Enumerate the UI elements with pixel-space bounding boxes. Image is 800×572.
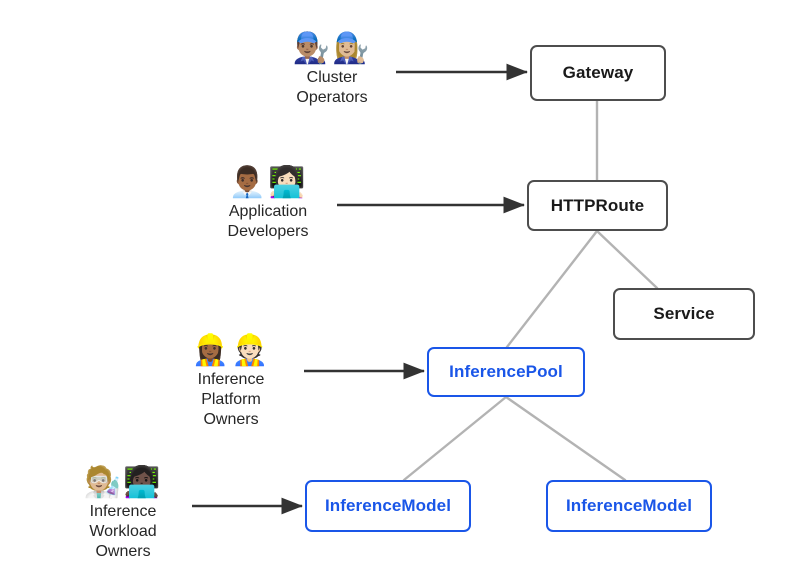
man-mechanic-icon: 👨🏽‍🔧👩🏼‍🔧 [292, 32, 372, 65]
node-label-gateway: Gateway [562, 63, 634, 82]
scientist-icon: 🧑🏼‍🔬👩🏿‍💻 [83, 466, 163, 499]
edge-inferencepool-inferencemodel2 [504, 395, 627, 482]
edge-httproute-service [595, 229, 659, 290]
node-inferencemodel1[interactable]: InferenceModel [305, 480, 471, 532]
actor-label-inference-workload-owners: Inference Workload Owners [89, 503, 157, 560]
node-label-httproute: HTTPRoute [550, 195, 645, 215]
woman-construction-worker-icon: 👷🏾‍♀️👷🏻 [191, 334, 271, 367]
node-label-inferencemodel2: InferenceModel [565, 496, 693, 515]
node-inferencepool[interactable]: InferencePool [427, 347, 585, 397]
actor-cluster-operators: 👨🏽‍🔧👩🏼‍🔧 Cluster Operators [286, 32, 378, 108]
node-httproute[interactable]: HTTPRoute [527, 180, 668, 231]
edge-httproute-inferencepool [505, 229, 599, 349]
man-office-worker-icon: 👨🏾‍💼👩🏻‍💻 [228, 166, 308, 199]
node-service[interactable]: Service [613, 288, 755, 340]
actor-label-cluster-operators: Cluster Operators [296, 69, 368, 106]
actor-inference-platform-owners: 👷🏾‍♀️👷🏻 Inference Platform Owners [176, 334, 286, 430]
actor-inference-workload-owners: 🧑🏼‍🔬👩🏿‍💻 Inference Workload Owners [64, 466, 182, 562]
actor-arrows [192, 63, 528, 515]
edge-inferencepool-inferencemodel1 [402, 395, 508, 482]
node-label-service: Service [653, 304, 715, 323]
actor-application-developers: 👨🏾‍💼👩🏻‍💻 Application Developers [222, 166, 314, 242]
actor-label-inference-platform-owners: Inference Platform Owners [197, 371, 265, 428]
node-gateway[interactable]: Gateway [530, 45, 666, 101]
node-label-inferencepool: InferencePool [449, 362, 563, 381]
node-label-inferencemodel1: InferenceModel [324, 496, 452, 515]
actor-label-application-developers: Application Developers [227, 203, 309, 240]
node-inferencemodel2[interactable]: InferenceModel [546, 480, 712, 532]
